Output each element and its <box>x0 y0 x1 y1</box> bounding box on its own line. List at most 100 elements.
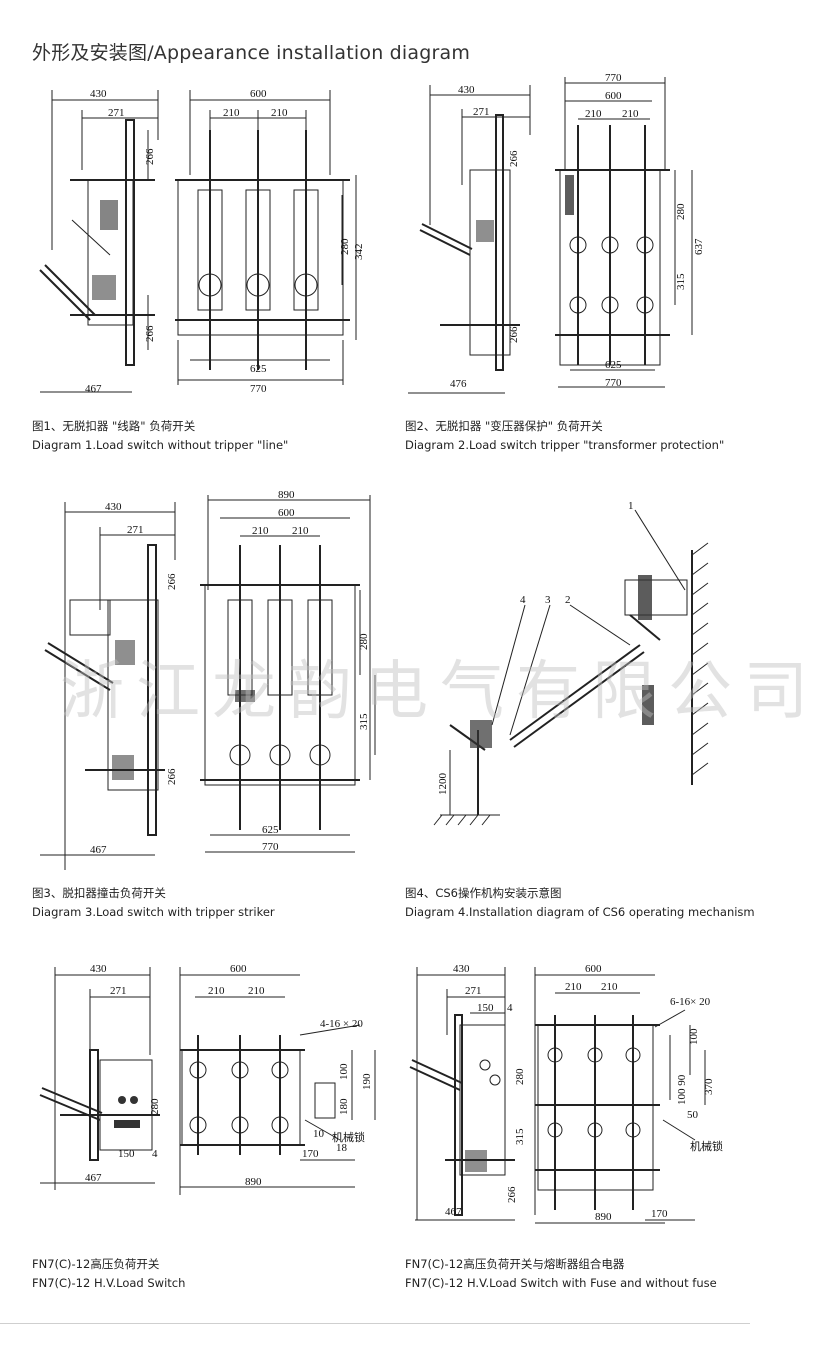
dim-210a: 210 <box>585 108 602 120</box>
diagram-4: 1 2 3 4 1200 <box>430 495 730 835</box>
dim-271: 271 <box>110 985 127 997</box>
caption-6-en: FN7(C)-12 H.V.Load Switch with Fuse and … <box>405 1276 717 1290</box>
holes-spec: 4-16 × 20 <box>320 1018 363 1030</box>
caption-2: 图2、无脱扣器 "变压器保护" 负荷开关 Diagram 2.Load swit… <box>405 417 724 455</box>
caption-6-cn: FN7(C)-12高压负荷开关与熔断器组合电器 <box>405 1257 625 1271</box>
dim-600: 600 <box>278 507 295 519</box>
dim-342: 342 <box>353 244 365 261</box>
page-title: 外形及安装图/Appearance installation diagram <box>32 42 471 64</box>
dim-280: 280 <box>339 238 351 255</box>
dim-271: 271 <box>127 524 144 536</box>
dim-280: 280 <box>149 1098 161 1115</box>
callout-2: 2 <box>565 594 571 606</box>
dim-770: 770 <box>262 841 279 853</box>
dim-210b: 210 <box>292 525 309 537</box>
dim-210a: 210 <box>208 985 225 997</box>
dim-210a: 210 <box>565 981 582 993</box>
holes-spec: 6-16× 20 <box>670 996 711 1008</box>
diagram-2: 430 271 770 600 210 210 266 266 280 637 … <box>400 72 720 395</box>
dim-467: 467 <box>90 844 107 856</box>
caption-6: FN7(C)-12高压负荷开关与熔断器组合电器 FN7(C)-12 H.V.Lo… <box>405 1255 717 1293</box>
dim-280: 280 <box>514 1068 526 1085</box>
dim-210a: 210 <box>252 525 269 537</box>
mech-lock-label: 机械锁 <box>332 1130 365 1144</box>
dim-4: 4 <box>507 1002 513 1014</box>
caption-4-en: Diagram 4.Installation diagram of CS6 op… <box>405 905 755 919</box>
caption-3: 图3、脱扣器撞击负荷开关 Diagram 3.Load switch with … <box>32 884 275 922</box>
dim-266b: 266 <box>144 325 156 342</box>
dim-315: 315 <box>514 1128 526 1145</box>
caption-5-cn: FN7(C)-12高压负荷开关 <box>32 1257 160 1271</box>
dim-600: 600 <box>585 963 602 975</box>
caption-1: 图1、无脱扣器 "线路" 负荷开关 Diagram 1.Load switch … <box>32 417 288 455</box>
dim-18: 18 <box>336 1142 348 1154</box>
dim-476: 476 <box>450 378 467 390</box>
dim-266a: 266 <box>508 150 520 167</box>
dim-370: 370 <box>703 1078 715 1095</box>
dim-150: 150 <box>118 1148 135 1160</box>
dim-600: 600 <box>230 963 247 975</box>
diagram-5: 430 271 600 210 210 4-16 × 20 100 190 28… <box>30 955 390 1205</box>
dim-271: 271 <box>465 985 482 997</box>
dim-100-90: 100 90 <box>676 1074 688 1105</box>
caption-5-en: FN7(C)-12 H.V.Load Switch <box>32 1276 186 1290</box>
dim-210a: 210 <box>223 107 240 119</box>
dim-600: 600 <box>250 88 267 100</box>
dim-1200: 1200 <box>437 773 449 796</box>
mech-lock-label: 机械锁 <box>690 1139 723 1153</box>
dim-50: 50 <box>687 1109 699 1121</box>
diagram-1: 430 271 600 210 210 266 266 280 342 625 … <box>30 80 365 400</box>
dim-100: 100 <box>338 1063 350 1080</box>
caption-2-cn: 图2、无脱扣器 "变压器保护" 负荷开关 <box>405 419 603 433</box>
dim-890: 890 <box>245 1176 262 1188</box>
diagram-3: 430 271 890 600 210 210 266 266 280 315 … <box>30 489 380 870</box>
caption-1-cn: 图1、无脱扣器 "线路" 负荷开关 <box>32 419 196 433</box>
dim-266: 266 <box>506 1186 518 1203</box>
callout-3: 3 <box>545 594 551 606</box>
callout-1: 1 <box>628 500 634 512</box>
dim-637: 637 <box>693 238 705 255</box>
dim-271: 271 <box>108 107 125 119</box>
dim-280: 280 <box>358 633 370 650</box>
watermark: 浙江龙韵电气有限公司 <box>60 655 820 729</box>
dim-170: 170 <box>302 1148 319 1160</box>
dim-266b: 266 <box>508 326 520 343</box>
dim-430: 430 <box>458 84 475 96</box>
caption-4-cn: 图4、CS6操作机构安装示意图 <box>405 886 562 900</box>
dim-315: 315 <box>358 713 370 730</box>
dim-100: 100 <box>688 1028 700 1045</box>
dim-280: 280 <box>675 203 687 220</box>
dim-467: 467 <box>445 1206 462 1218</box>
dim-467: 467 <box>85 383 102 395</box>
dim-890: 890 <box>595 1211 612 1223</box>
dim-150: 150 <box>477 1002 494 1014</box>
diagram-6: 430 271 150 4 600 210 210 6-16× 20 100 2… <box>405 955 745 1230</box>
caption-1-en: Diagram 1.Load switch without tripper "l… <box>32 438 289 452</box>
bottom-divider <box>0 1323 750 1324</box>
dim-170: 170 <box>651 1208 668 1220</box>
dim-315: 315 <box>675 273 687 290</box>
caption-2-en: Diagram 2.Load switch tripper "transform… <box>405 438 725 452</box>
dim-210b: 210 <box>271 107 288 119</box>
caption-3-cn: 图3、脱扣器撞击负荷开关 <box>32 886 166 900</box>
dim-770-top: 770 <box>605 72 622 84</box>
dim-210b: 210 <box>248 985 265 997</box>
caption-5: FN7(C)-12高压负荷开关 FN7(C)-12 H.V.Load Switc… <box>32 1255 185 1293</box>
dim-210b: 210 <box>622 108 639 120</box>
callout-4: 4 <box>520 594 526 606</box>
dim-770: 770 <box>250 383 267 395</box>
caption-4: 图4、CS6操作机构安装示意图 Diagram 4.Installation d… <box>405 884 755 922</box>
dim-10: 10 <box>313 1128 325 1140</box>
dim-266a: 266 <box>144 148 156 165</box>
dim-210b: 210 <box>601 981 618 993</box>
dim-4: 4 <box>152 1148 158 1160</box>
dim-271: 271 <box>473 106 490 118</box>
dim-467: 467 <box>85 1172 102 1184</box>
dim-266a: 266 <box>166 573 178 590</box>
dim-600: 600 <box>605 90 622 102</box>
dim-430: 430 <box>90 963 107 975</box>
dim-770: 770 <box>605 377 622 389</box>
dim-890: 890 <box>278 489 295 501</box>
dim-625: 625 <box>605 359 622 371</box>
caption-3-en: Diagram 3.Load switch with tripper strik… <box>32 905 275 919</box>
